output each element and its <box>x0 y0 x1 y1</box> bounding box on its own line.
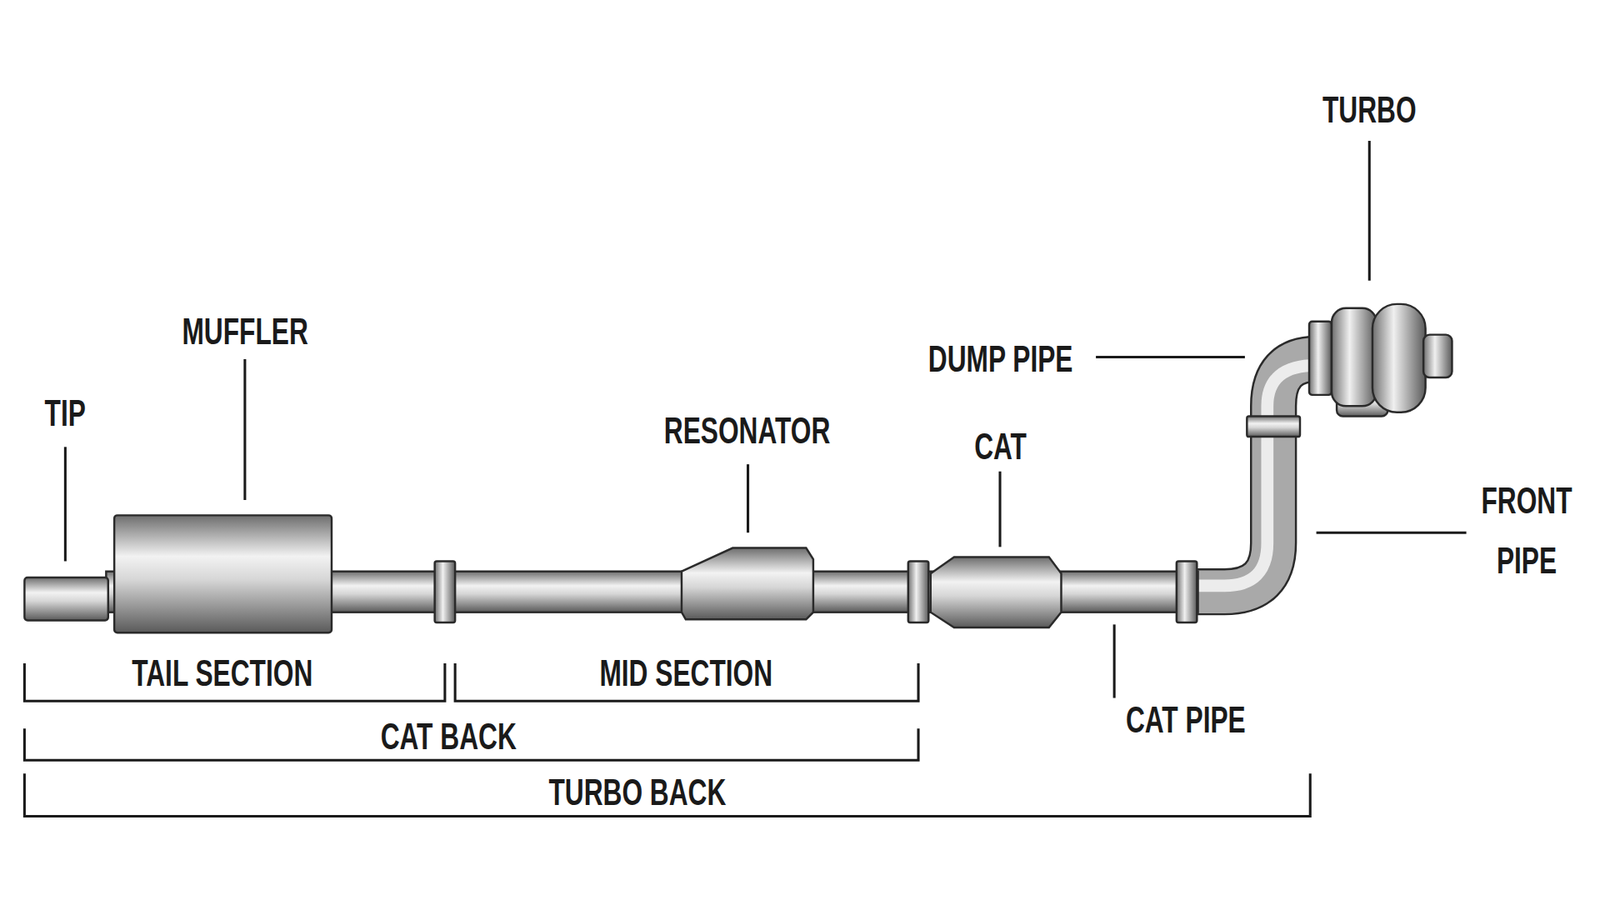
turbo-housing <box>1331 308 1377 407</box>
part-label: CAT PIPE <box>1125 700 1246 740</box>
leader-line <box>1113 624 1116 698</box>
leader-line <box>998 471 1001 548</box>
part-label: FRONT PIPE <box>1469 470 1584 590</box>
flange <box>435 560 455 622</box>
part-label: RESONATOR <box>664 410 830 451</box>
muffler <box>114 515 332 633</box>
flange <box>1176 560 1197 622</box>
leader-line <box>746 464 750 533</box>
front-pipe <box>1194 359 1317 592</box>
turbo-housing <box>1372 304 1426 413</box>
leader-line <box>1095 355 1245 359</box>
part-label: CAT BACK <box>380 716 517 757</box>
leader-line <box>1368 140 1371 281</box>
flange <box>908 560 929 622</box>
flange <box>1246 416 1300 437</box>
turbo-flange <box>1309 321 1332 395</box>
front-pipe-outline <box>1194 359 1317 592</box>
part-label: DUMP PIPE <box>927 339 1073 380</box>
part-label: CAT <box>974 426 1027 467</box>
part-label: MID SECTION <box>599 653 773 694</box>
tip <box>24 577 108 620</box>
resonator <box>681 548 814 620</box>
leader-line <box>243 359 246 500</box>
leader-line <box>64 446 67 561</box>
bracket <box>24 773 1310 816</box>
leader-line <box>1316 531 1467 535</box>
part-label: TURBO BACK <box>549 772 727 813</box>
turbo-nozzle <box>1423 335 1452 378</box>
part-label: MUFFLER <box>181 311 308 352</box>
part-label: TAIL SECTION <box>131 653 313 694</box>
front-pipe-shine <box>1194 365 1317 585</box>
part-label: TURBO <box>1322 90 1417 130</box>
catalytic-converter <box>930 557 1062 628</box>
part-label: TIP <box>45 393 86 434</box>
